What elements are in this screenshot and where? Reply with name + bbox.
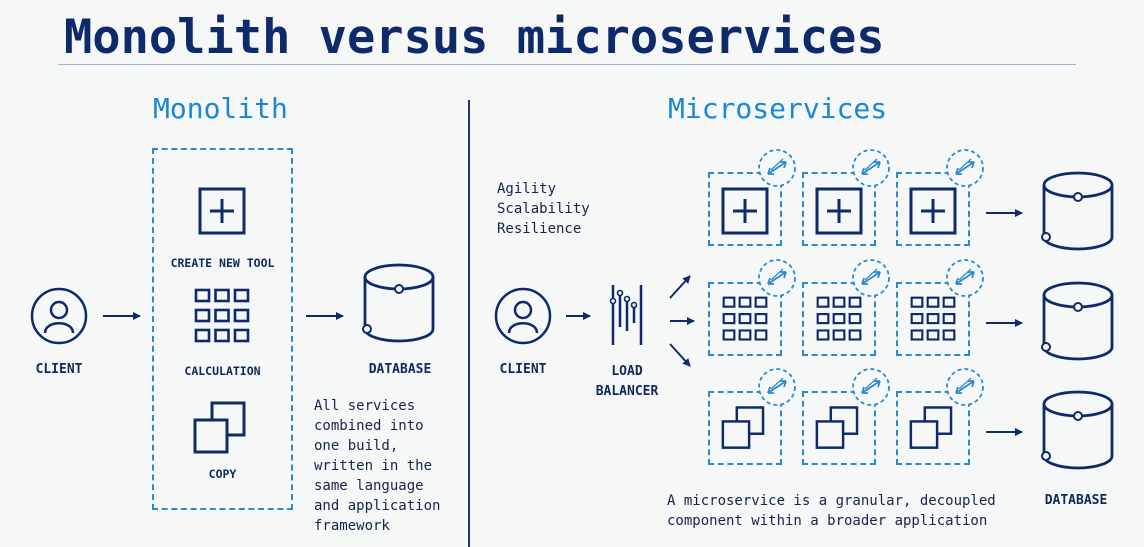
microservice-box [708,391,782,465]
page-title: Monolith versus microservices [64,10,885,65]
database-icon [1040,171,1114,251]
client-label: CLIENT [499,362,547,377]
microservice-box [802,172,876,246]
microservice-box [896,282,970,356]
scale-arrows-icon [758,368,796,406]
grid-icon [816,296,862,341]
microservice-caption: A microservice is a granular, decoupled … [667,493,996,529]
copy-icon [815,406,859,449]
grid-icon [910,296,956,341]
module-label-copy: COPY [208,467,237,481]
database-icon [1040,390,1114,470]
user-icon [494,287,552,345]
arrow-right-icon [669,275,691,299]
microservice-box [708,172,782,246]
scale-arrows-icon [852,368,890,406]
load-balancer-icon [609,283,643,347]
grid-icon [194,288,250,343]
scale-arrows-icon [946,149,984,187]
section-divider [468,100,470,547]
microservice-box [896,172,970,246]
scale-arrows-icon [852,259,890,297]
copy-icon [721,406,765,449]
microservice-box [802,391,876,465]
database-icon [361,263,435,343]
plus-icon [721,187,769,235]
copy-icon [193,401,246,454]
microservice-box [802,282,876,356]
microservices-heading: Microservices [668,92,888,125]
microservice-box [708,282,782,356]
load-balancer-label: LOAD BALANCER [595,364,659,399]
scale-arrows-icon [946,259,984,297]
monolith-description: All services combined into one build, wr… [314,398,441,534]
microservice-box [896,391,970,465]
module-label-calculation: CALCULATION [184,364,261,378]
plus-icon [198,187,246,235]
plus-icon [815,187,863,235]
scale-arrows-icon [852,149,890,187]
scale-arrows-icon [946,368,984,406]
database-label: DATABASE [368,362,432,377]
plus-icon [909,187,957,235]
database-icon [1040,281,1114,361]
benefits-list: Agility Scalability Resilience [497,181,590,237]
scale-arrows-icon [758,149,796,187]
monolith-heading: Monolith [153,92,288,125]
arrow-right-icon [669,343,691,367]
scale-arrows-icon [758,259,796,297]
grid-icon [722,296,768,341]
copy-icon [909,406,953,449]
module-label-create-new-tool: CREATE NEW TOOL [170,256,275,270]
user-icon [30,287,88,345]
monolith-application-box [152,148,293,510]
database-label: DATABASE [1044,493,1108,508]
title-divider [58,64,1076,65]
client-label: CLIENT [35,362,83,377]
